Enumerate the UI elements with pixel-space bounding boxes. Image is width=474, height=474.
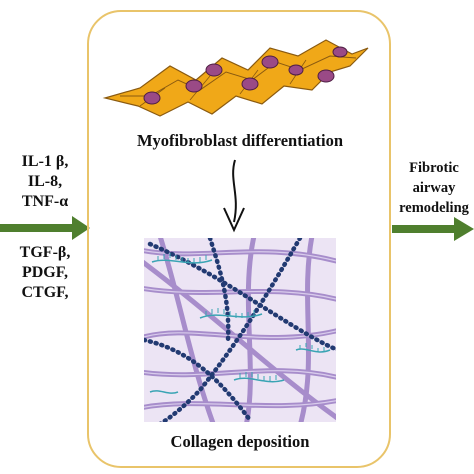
collagen-illustration (144, 238, 336, 422)
input-label: TNF-α (21, 193, 69, 210)
input-label: TGF-β, (19, 244, 71, 261)
myofibroblast-label: Myofibroblast differentiation (136, 131, 344, 150)
output-label-line: remodeling (399, 200, 469, 216)
input-label: IL-1 β, (21, 153, 69, 170)
input-label: IL-8, (27, 173, 63, 190)
center-process-box (87, 10, 391, 468)
process-arrow (223, 159, 245, 233)
output-label-line: airway (412, 180, 456, 196)
myofibroblast-cells-illustration (102, 39, 369, 117)
collagen-label: Collagen deposition (170, 432, 310, 451)
input-label: CTGF, (21, 284, 69, 301)
output-label-line: Fibrotic (409, 160, 459, 176)
input-label: PDGF, (21, 264, 69, 281)
right-output-arrow (392, 217, 474, 241)
left-input-arrow (0, 216, 90, 240)
